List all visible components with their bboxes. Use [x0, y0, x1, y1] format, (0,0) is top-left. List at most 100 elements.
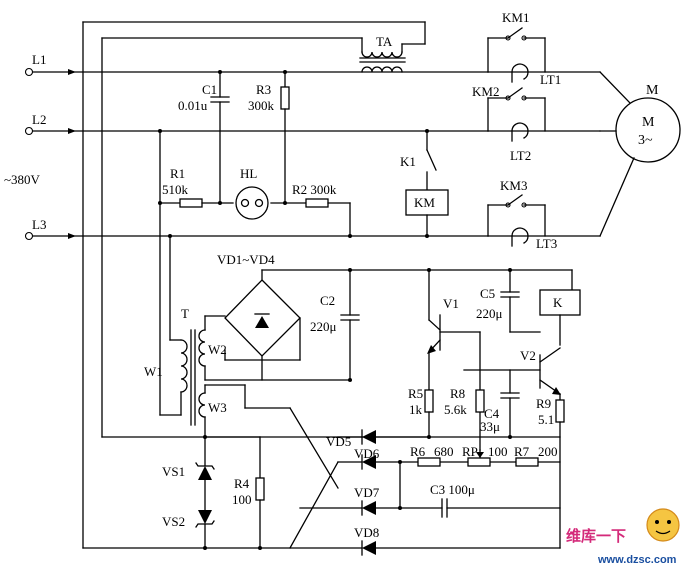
label-r2: R2 300k: [292, 182, 337, 197]
label-km3: KM3: [500, 178, 527, 193]
diode-vd7: [362, 501, 376, 515]
label-bridge: VD1~VD4: [217, 252, 275, 267]
resistor-r8: [475, 389, 485, 413]
label-r5: R5: [408, 386, 423, 401]
label-c4: C4: [484, 406, 500, 421]
label-l1: L1: [32, 52, 46, 67]
label-r6: R6: [410, 444, 426, 459]
km-coil: [405, 189, 449, 216]
zener-stack: [195, 436, 265, 550]
label-motor-phase: 3~: [638, 133, 653, 148]
label-vs1: VS1: [162, 464, 185, 479]
terminal-l2: [24, 126, 34, 136]
label-r4: R4: [234, 476, 250, 491]
bridge-rectifier: [224, 269, 351, 381]
label-r1-value: 510k: [162, 182, 189, 197]
label-r1: R1: [170, 166, 185, 181]
c1-r3-branch: [210, 70, 290, 204]
r8-c4-branch: [463, 269, 541, 438]
label-vd8: VD8: [354, 525, 379, 540]
contactor-km2: [487, 87, 601, 142]
label-c5: C5: [480, 286, 495, 301]
resistor-r3: [280, 86, 290, 110]
label-k-coil: K: [553, 295, 563, 310]
label-l3: L3: [32, 217, 46, 232]
indicator-row: [158, 129, 352, 416]
contactor-km3: [487, 194, 601, 247]
label-vd7: VD7: [354, 485, 380, 500]
label-r3-value: 300k: [248, 98, 275, 113]
resistor-r1: [179, 198, 203, 208]
relay-k: [539, 269, 581, 346]
terminal-l3: [24, 231, 34, 241]
label-km2: KM2: [472, 84, 499, 99]
label-r6-value: 680: [434, 444, 454, 459]
label-c4-value: 33μ: [480, 419, 500, 434]
label-vs2: VS2: [162, 514, 185, 529]
resistor-r9: [555, 399, 565, 423]
label-lt1: LT1: [540, 72, 561, 87]
label-r9-value: 5.1: [538, 412, 554, 427]
label-r8-value: 5.6k: [444, 402, 467, 417]
diode-vd8: [362, 541, 376, 555]
label-v2: V2: [520, 348, 536, 363]
resistor-r5: [424, 389, 434, 413]
label-motor-inner: M: [642, 115, 655, 130]
label-c1: C1: [202, 82, 217, 97]
label-hl: HL: [240, 166, 257, 181]
power-lines: [24, 67, 489, 241]
zener-vs2: [198, 510, 212, 524]
label-rp: RP: [462, 444, 478, 459]
label-lt2: LT2: [510, 148, 531, 163]
label-r7: R7: [514, 444, 530, 459]
terminal-l1: [24, 67, 34, 77]
transistor-v2: [539, 347, 565, 549]
labels: L1 L2 L3 ~380V TA C1 0.01u R3 300k R1 51…: [4, 10, 659, 540]
label-lt3: LT3: [536, 236, 557, 251]
label-voltage: ~380V: [4, 172, 41, 187]
zener-vs1: [198, 466, 212, 480]
diode-vd5: [362, 430, 376, 444]
label-km-coil: KM: [414, 195, 435, 210]
label-l2: L2: [32, 112, 46, 127]
label-r4-value: 100: [232, 492, 252, 507]
relay-k-coil: [539, 289, 581, 316]
label-c1-value: 0.01u: [178, 98, 208, 113]
mascot-icon: [646, 508, 680, 542]
neon-lamp-hl: [235, 186, 269, 220]
label-t: T: [181, 306, 189, 321]
label-rp-value: 100: [488, 444, 508, 459]
label-vd6: VD6: [354, 446, 380, 461]
km-coil-branch: [405, 129, 449, 238]
watermark-brand: 维库一下: [566, 527, 626, 545]
current-transformer-ta: [82, 21, 426, 549]
potentiometer-rp: [467, 457, 491, 467]
label-r5-value: 1k: [409, 402, 423, 417]
resistor-r7: [515, 457, 539, 467]
label-motor: M: [646, 83, 659, 98]
label-k1: K1: [400, 154, 416, 169]
label-w3: W3: [208, 400, 227, 415]
label-w1: W1: [144, 364, 163, 379]
watermark-url: www.dzsc.com: [597, 554, 677, 566]
label-r9: R9: [536, 396, 551, 411]
resistor-r6: [417, 457, 441, 467]
watermark: 维库一下 www.dzsc.com: [566, 508, 680, 566]
resistor-r4: [255, 477, 265, 501]
label-km1: KM1: [502, 10, 529, 25]
label-v1: V1: [443, 296, 459, 311]
contactor-km1: [487, 27, 601, 83]
capacitor-c2: [340, 268, 573, 382]
label-vd5: VD5: [326, 434, 351, 449]
transformer-t: [159, 234, 351, 489]
label-c2: C2: [320, 293, 335, 308]
motor-m: [599, 71, 681, 237]
label-r8: R8: [450, 386, 465, 401]
label-c3: C3 100μ: [430, 482, 475, 497]
label-c5-value: 220μ: [476, 306, 503, 321]
resistor-r2: [305, 198, 329, 208]
label-r7-value: 200: [538, 444, 558, 459]
label-w2: W2: [208, 342, 227, 357]
